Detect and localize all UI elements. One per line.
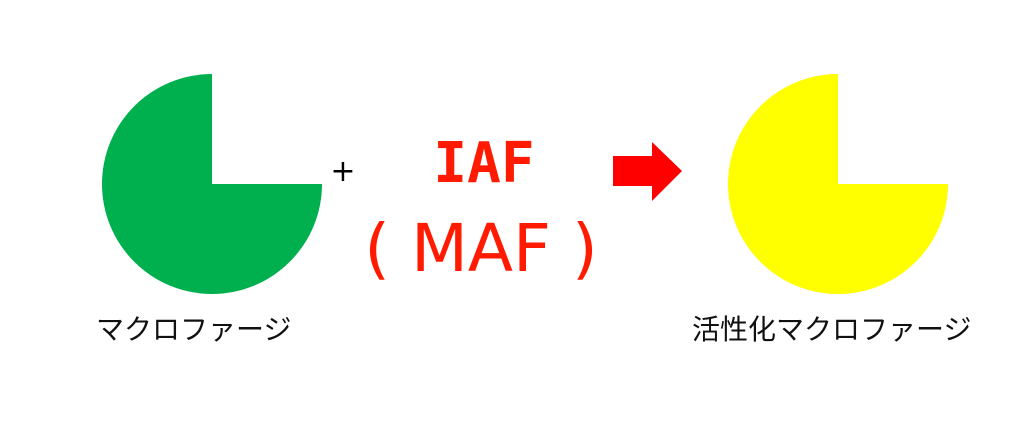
plus-operator: + [330,154,356,189]
activated-macrophage-label: 活性化マクロファージ [692,313,972,346]
right-arrow-icon [613,142,682,201]
activated-macrophage-shape [728,74,948,294]
factor-name-iaf: IAF [433,131,535,196]
macrophage-label: マクロファージ [96,313,292,346]
macrophage-shape [102,74,322,294]
factor-alias-maf: ( MAF ) [364,210,598,287]
